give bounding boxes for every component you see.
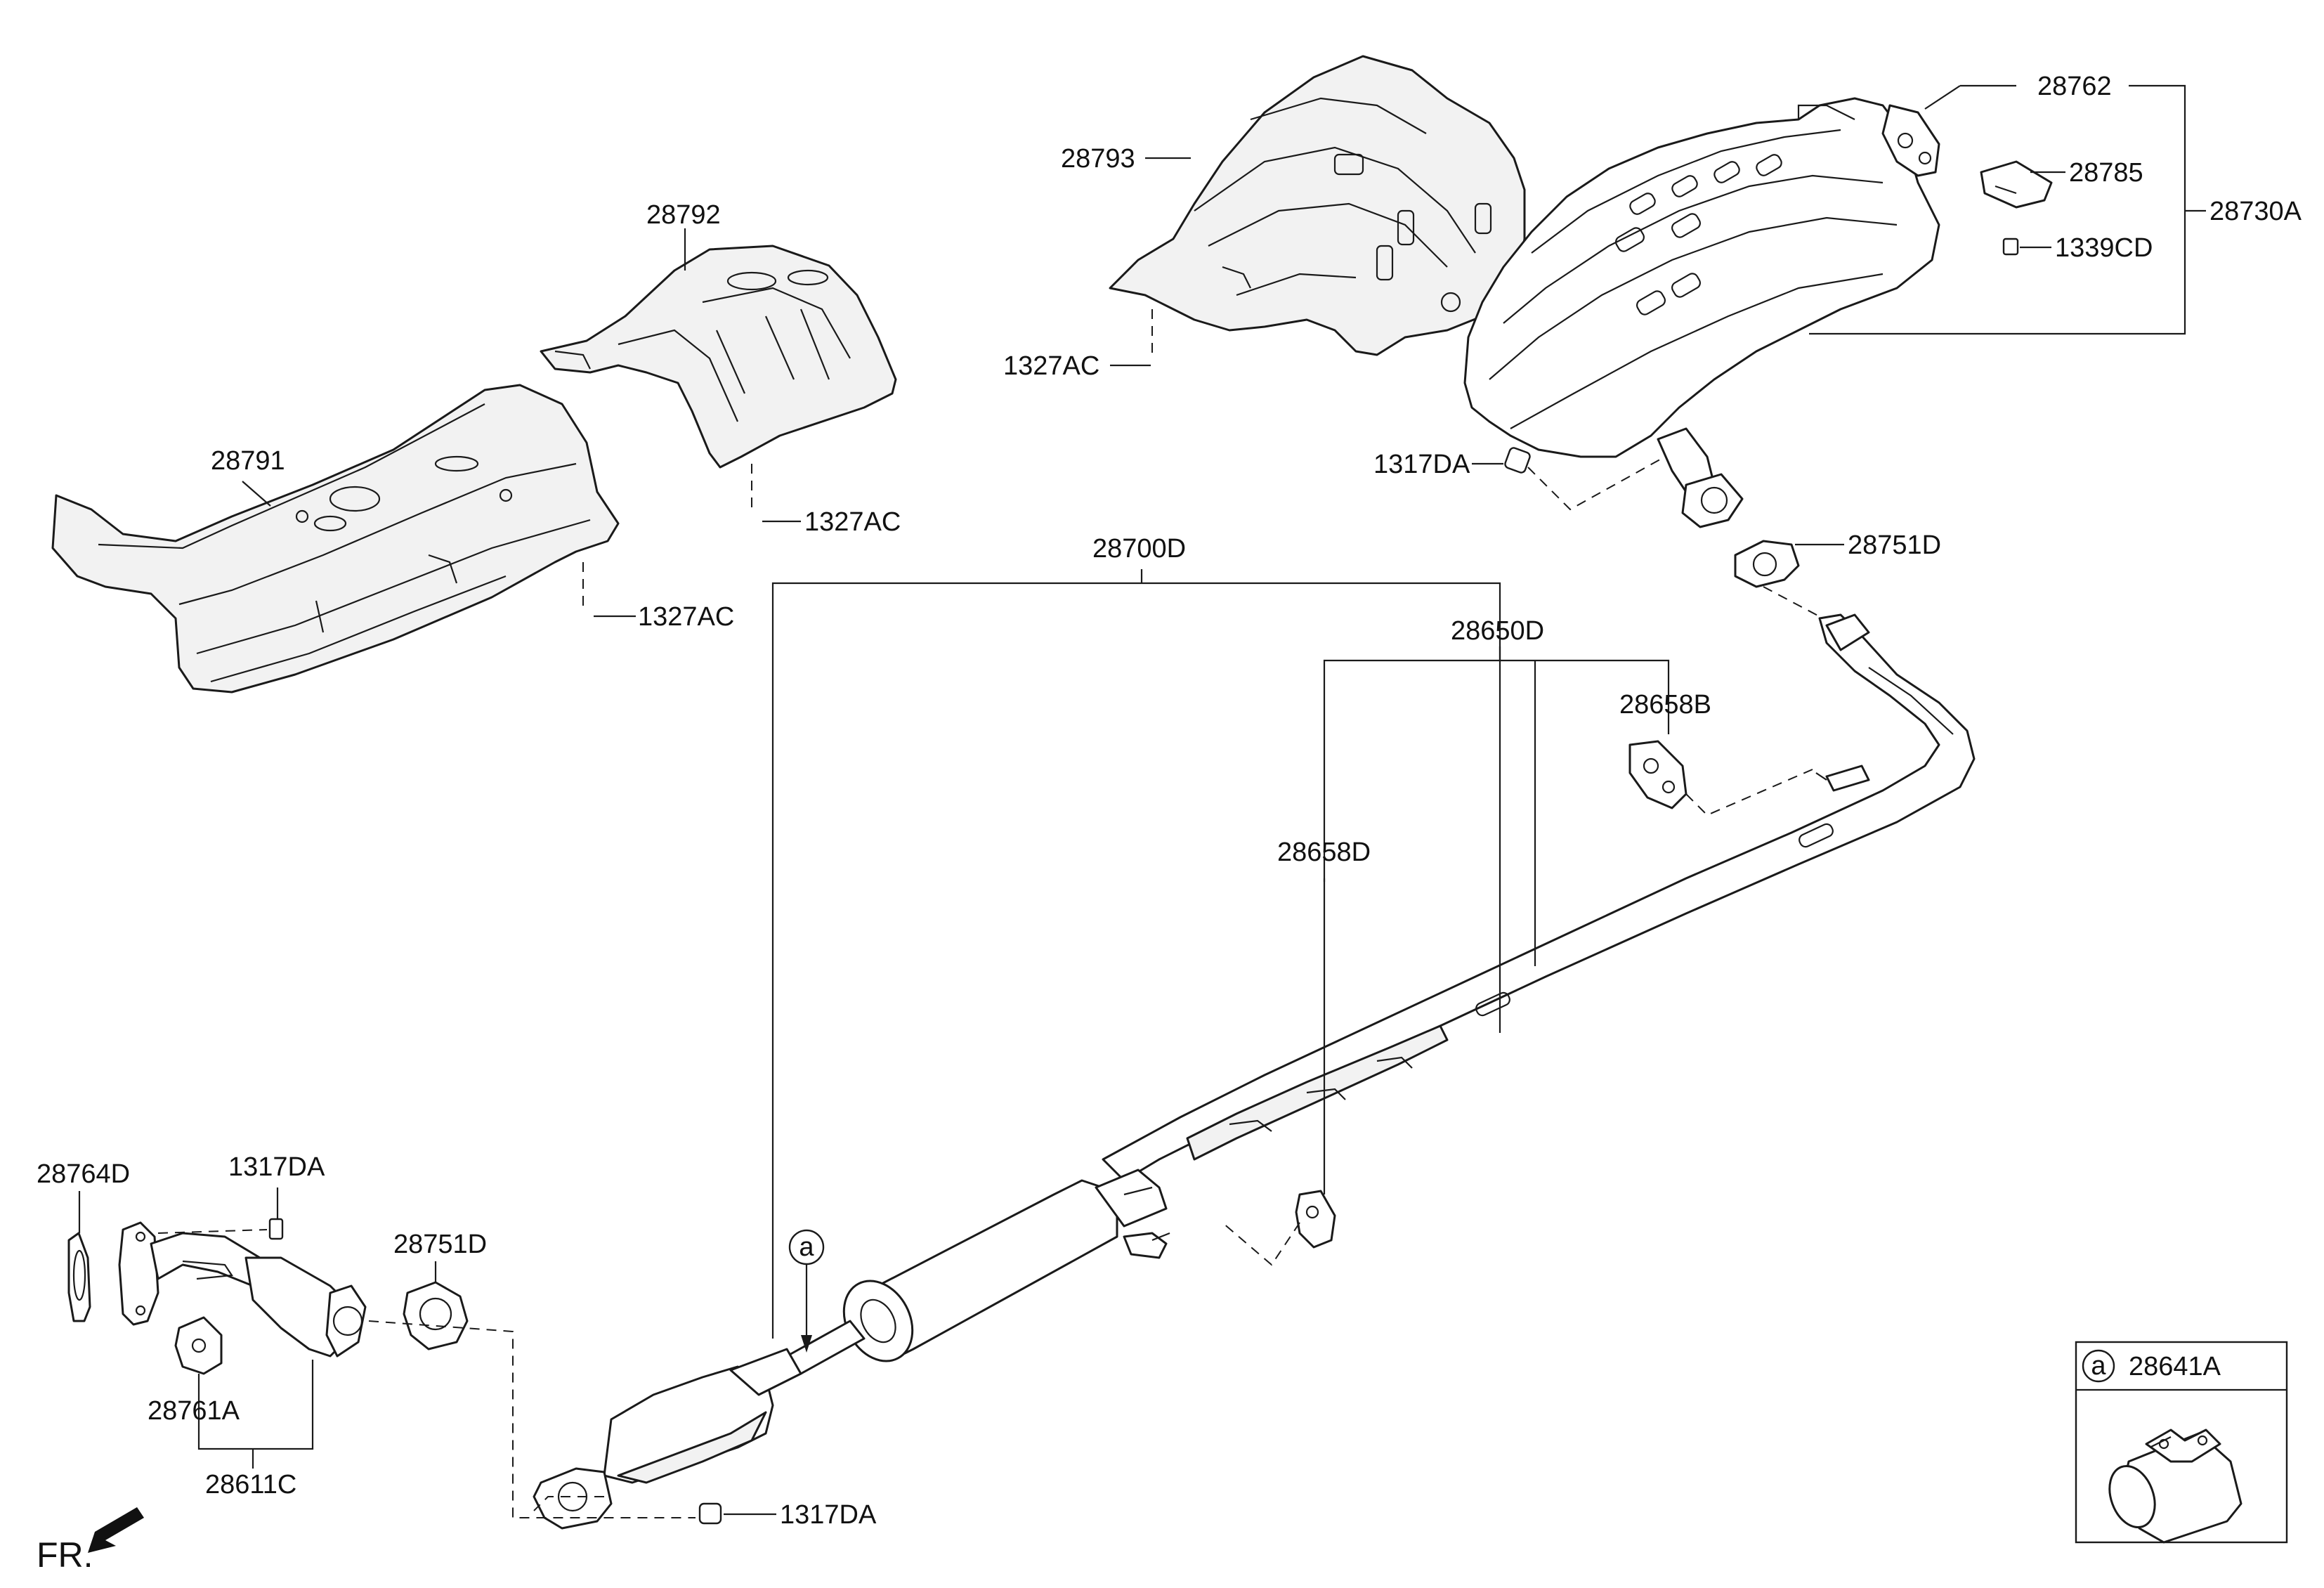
label-28650D[interactable]: 28650D <box>1451 616 1544 646</box>
nut-1339CD[interactable] <box>2002 237 2019 256</box>
rear-muffler-28730A[interactable] <box>1463 97 1940 528</box>
catalytic-converter[interactable] <box>533 1348 802 1530</box>
clamp-icon <box>2108 1428 2243 1544</box>
label-28658B[interactable]: 28658B <box>1619 690 1711 720</box>
label-28762[interactable]: 28762 <box>2037 72 2112 101</box>
gasket-28764D[interactable] <box>67 1232 91 1322</box>
label-28730A[interactable]: 28730A <box>2209 197 2302 226</box>
rubber-hanger-28762[interactable] <box>1881 104 1940 177</box>
rubber-hanger-28658D[interactable] <box>1295 1190 1336 1249</box>
label-1327AC-shield1[interactable]: 1327AC <box>638 602 734 632</box>
label-1317DA-front[interactable]: 1317DA <box>228 1152 325 1182</box>
label-1317DA-rear[interactable]: 1317DA <box>1373 450 1470 479</box>
label-28751D-front[interactable]: 28751D <box>393 1230 487 1259</box>
front-pipe-28611C[interactable] <box>118 1221 367 1358</box>
label-28751D-rear[interactable]: 28751D <box>1848 531 1941 560</box>
center-muffler-28700D[interactable] <box>785 1169 1170 1375</box>
bracket-28785[interactable] <box>1980 160 2053 209</box>
label-1327AC-shield3[interactable]: 1327AC <box>1003 351 1099 381</box>
front-direction-indicator: FR. <box>37 1507 144 1575</box>
inset-28641A[interactable]: a 28641A <box>2075 1341 2288 1544</box>
label-28761A[interactable]: 28761A <box>148 1396 240 1426</box>
label-28764D[interactable]: 28764D <box>37 1159 130 1189</box>
part-labels: 28793 28762 28785 28730A 1339CD 28792 13… <box>37 72 2302 1530</box>
label-28793[interactable]: 28793 <box>1061 144 1135 174</box>
leader-lines <box>78 84 2206 1518</box>
gasket-28751D-front[interactable] <box>403 1281 469 1351</box>
heat-shield-28791[interactable] <box>51 384 620 694</box>
front-label: FR. <box>37 1535 93 1575</box>
heat-shield-28793[interactable] <box>1109 55 1526 356</box>
label-1327AC-shield2[interactable]: 1327AC <box>804 507 901 537</box>
reference-a: a <box>788 1229 825 1265</box>
label-28700D[interactable]: 28700D <box>1092 534 1186 564</box>
inset-a-letter: a <box>2091 1351 2106 1381</box>
nut-1317DA-lower[interactable] <box>698 1502 722 1525</box>
reference-a-letter: a <box>799 1232 814 1262</box>
label-28791[interactable]: 28791 <box>211 446 285 476</box>
center-pipe-28650D[interactable] <box>1102 613 1976 1182</box>
rubber-hanger-28658B[interactable] <box>1628 740 1687 809</box>
rubber-hanger-28761A[interactable] <box>174 1316 223 1375</box>
nut-1317DA-rear[interactable] <box>1504 447 1531 474</box>
label-28641A: 28641A <box>2129 1352 2221 1381</box>
heat-shield-28792[interactable] <box>540 245 897 469</box>
gasket-28751D-rear[interactable] <box>1734 540 1800 588</box>
nut-1317DA-front[interactable] <box>268 1218 284 1240</box>
arrow-icon <box>88 1507 144 1553</box>
label-28658D[interactable]: 28658D <box>1277 838 1371 867</box>
label-28785[interactable]: 28785 <box>2069 158 2143 188</box>
label-1339CD[interactable]: 1339CD <box>2055 233 2153 263</box>
label-28611C[interactable]: 28611C <box>205 1470 296 1499</box>
label-1317DA-lower[interactable]: 1317DA <box>780 1500 877 1530</box>
label-28792[interactable]: 28792 <box>646 200 721 230</box>
